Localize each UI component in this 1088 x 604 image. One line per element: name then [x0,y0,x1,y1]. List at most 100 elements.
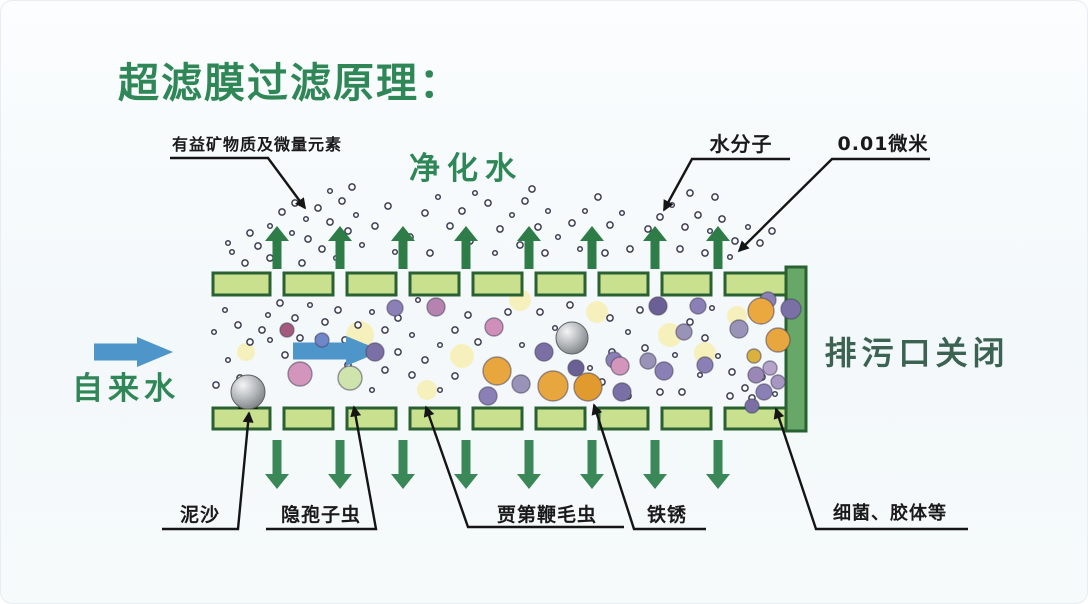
water-molecule-dot [234,321,242,329]
bacteria-colloids-label-leader [773,407,968,531]
contaminant-particle [567,359,585,377]
contaminant-particle [729,319,749,339]
contaminant-particle [610,356,630,376]
sediment-sphere [230,374,266,410]
water-molecule-dot [671,351,679,359]
contaminant-particle [780,298,802,320]
contaminant-particle [287,361,313,387]
water-molecule-dot [326,187,334,195]
contaminants-layer [230,291,802,414]
water-molecule-dot [528,185,536,193]
water-molecule-dot [566,301,574,309]
membrane-bottom-segment [408,406,461,431]
down-flow-arrow [391,440,415,489]
water-molecule-dot [551,324,559,332]
water-molecule-dot [291,314,299,322]
water-molecule-dot [421,209,429,217]
water-molecule-dot [464,311,472,319]
flow-arrows-layer [265,226,730,489]
water-molecule-dot [594,193,602,201]
sediment-label: 泥沙 [180,504,220,526]
water-molecule-dot [714,352,722,360]
contaminant-particle [654,361,674,381]
water-molecule-dot [254,242,262,250]
water-molecule-dot [368,386,376,394]
water-molecule-dot [408,331,416,339]
water-molecule-dot [656,213,664,221]
water-molecule-dot [624,328,632,336]
membrane-bottom-segment [282,406,335,431]
water-molecule-dot [656,388,664,396]
water-molecule-dot [718,215,726,223]
water-molecule-dot [586,364,594,372]
water-molecule-dot [541,249,549,257]
minerals-label: 有益矿物质及微量元素 [172,135,342,154]
micron-size-label: 0.01微米 [838,132,929,155]
contaminant-particle [537,370,569,402]
water-molecule-dot [626,245,634,253]
water-molecule-dot [266,222,274,230]
contaminant-particle [612,382,632,402]
contaminant-particle [314,332,330,348]
sediment-sphere [555,321,589,355]
water-molecule-dot [771,390,779,398]
purified-water-label: 净化水 [409,151,523,187]
water-molecule-dot [371,222,379,230]
water-molecule-dot [210,328,218,336]
page-title: 超滤膜过滤原理： [118,59,462,107]
rust-label-leader [591,403,706,531]
drain-closed-label: 排污口关闭 [824,334,1009,372]
yellow-blob [450,344,474,368]
water-molecule-dot [352,211,360,219]
contaminant-particle [279,322,295,338]
contaminant-particle [648,296,668,316]
water-molecule-dot [241,259,249,267]
water-molecule-dot [278,208,286,216]
contaminant-particle [755,383,773,401]
water-molecule-dot [696,371,704,379]
water-molecule-dot [224,239,232,247]
water-molecule-dot [694,211,702,219]
water-molecule-dot [568,219,576,227]
water-molecule-dot [298,259,306,267]
water-molecule-dot [701,334,709,342]
water-molecule-dot [264,311,272,319]
water-molecule-dot [421,356,429,364]
contaminant-particle [511,374,531,394]
water-molecule-dot [296,334,304,342]
water-molecule-dot [581,207,589,215]
water-molecule-dot [384,202,392,210]
micron-size-label-leader [737,157,930,253]
membrane-layer [211,265,808,433]
water-molecule-dot [504,308,512,316]
yellow-blob [417,380,437,400]
water-molecule-dot [276,299,284,307]
contaminant-particle [744,398,760,414]
water-molecule-dot [288,229,296,237]
water-molecule-dot [436,341,444,349]
water-molecule-dot [474,338,482,346]
minerals-label-leader [170,156,306,210]
closed-drain-bar [784,265,808,433]
yellow-blob [237,343,255,361]
water-molecule-dot [711,193,719,201]
water-molecule-dot [686,318,694,326]
water-molecule-dot [618,209,626,217]
water-molecule-dot [306,301,314,309]
cryptosporidium-label: 隐孢子虫 [281,503,361,526]
membrane-top-segment [345,271,398,297]
membrane-top-segment [408,271,461,297]
water-molecule-dot [344,227,352,235]
water-molecule-dot [576,245,584,253]
water-molecule-dot [728,368,736,376]
membrane-top-segment [723,271,788,297]
water-molecule-dot [641,344,649,352]
water-molecule-dot [544,207,552,215]
membrane-top-segment [534,271,587,297]
up-flow-arrow [643,226,667,269]
contaminant-particle [639,352,657,370]
contaminant-particle [426,297,446,317]
